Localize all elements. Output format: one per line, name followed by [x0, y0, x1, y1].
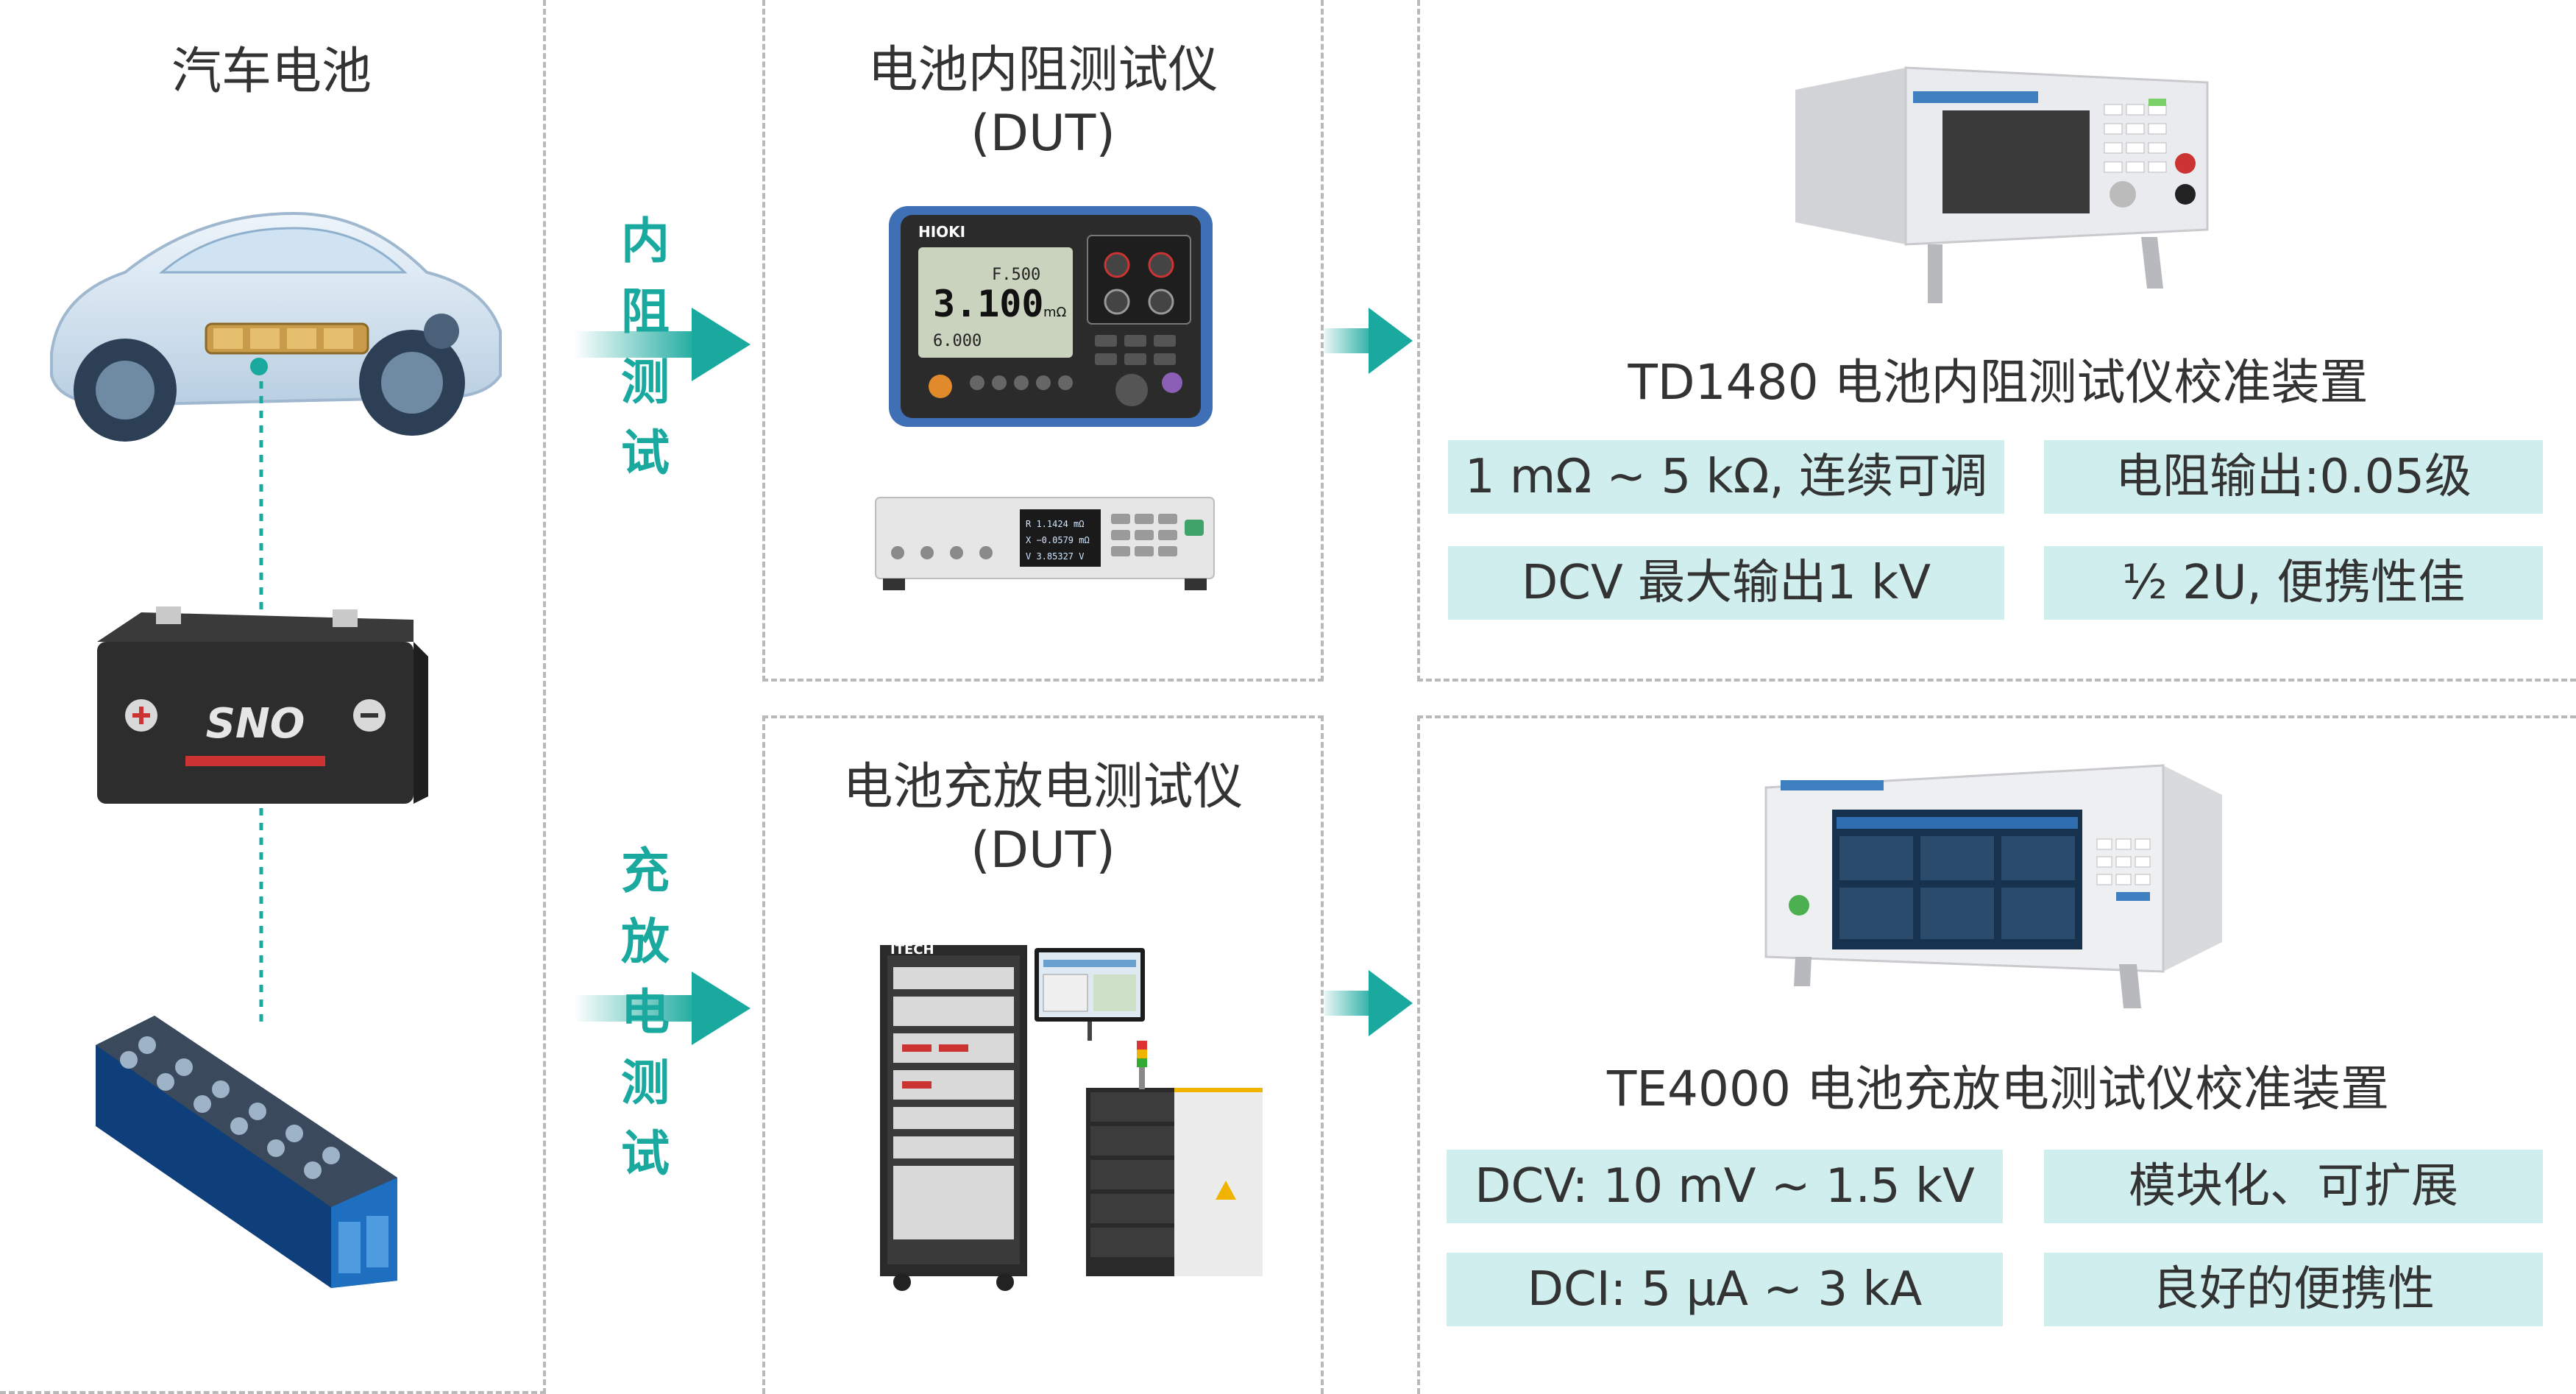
rack-brand-text: ITECH	[890, 942, 934, 958]
meter-reading-b: 6.000	[933, 332, 982, 350]
dut-bottom-title-line1: 电池充放电测试仪	[842, 758, 1243, 816]
spec-badge: 1 mΩ ~ 5 kΩ, 连续可调	[1448, 440, 2004, 514]
te4000-title: TE4000 电池充放电测试仪校准装置	[1607, 1061, 2389, 1117]
td1480-title: TD1480 电池内阻测试仪校准装置	[1628, 354, 2369, 411]
label-char: 内	[621, 213, 670, 269]
label-char: 试	[621, 1125, 670, 1182]
lead-acid-battery: SNO	[97, 606, 428, 804]
te4000-device-image	[1764, 764, 2222, 1008]
arrow-right-icon	[1324, 308, 1413, 374]
arrow-right-icon	[574, 308, 751, 381]
spec-badge: ½ 2U, 便携性佳	[2044, 546, 2543, 620]
dut-bottom-title-line2: (DUT)	[971, 821, 1115, 880]
dut-charge-discharge-panel: 电池充放电测试仪 (DUT)	[762, 715, 1324, 1394]
meter-brand-text: HIOKI	[918, 223, 965, 241]
label-char: 充	[621, 843, 670, 899]
bench-reading-3: V 3.85327 V	[1026, 551, 1084, 562]
bench-reading-1: R 1.1424 mΩ	[1026, 519, 1084, 529]
label-internal-resistance-test: 内 阻 测 试	[612, 206, 678, 489]
bench-reading-2: X −0.0579 mΩ	[1026, 535, 1090, 545]
car-battery-panel: 汽车电池	[0, 0, 546, 1394]
charge-discharge-rack: ITECH	[880, 942, 1263, 1291]
meter-reading-unit: mΩ	[1043, 305, 1067, 320]
spec-badge: DCV 最大输出1 kV	[1448, 546, 2004, 620]
bench-resistance-meter: R 1.1424 mΩ X −0.0579 mΩ V 3.85327 V	[875, 497, 1215, 590]
battery-pack-module	[96, 1016, 397, 1288]
dut-top-title-line2: (DUT)	[971, 105, 1115, 163]
label-char: 测	[621, 1055, 670, 1111]
spec-badge: 模块化、可扩展	[2044, 1150, 2543, 1223]
meter-reading-a: F.500	[992, 266, 1040, 284]
handheld-resistance-meter: HIOKI F.500 3.100 mΩ 6.000	[889, 206, 1213, 427]
battery-brand-text: SNO	[206, 700, 305, 748]
label-char: 测	[621, 354, 670, 411]
label-char: 阻	[621, 283, 670, 340]
td1480-calibrator-panel: TD1480 电池内阻测试仪校准装置	[1417, 0, 2576, 682]
spec-badge: DCI: 5 μA ~ 3 kA	[1447, 1253, 2003, 1326]
meter-reading-main: 3.100	[933, 283, 1044, 325]
spec-badge: DCV: 10 mV ~ 1.5 kV	[1447, 1150, 2003, 1223]
spec-badge: 良好的便携性	[2044, 1253, 2543, 1326]
dut-top-title-line1: 电池内阻测试仪	[867, 41, 1218, 99]
label-char: 试	[621, 425, 670, 481]
spec-badge: 电阻输出:0.05级	[2044, 440, 2543, 514]
dut-internal-resistance-panel: 电池内阻测试仪 (DUT)	[762, 0, 1324, 682]
arrow-right-icon	[574, 972, 751, 1045]
te4000-calibrator-panel: TE4000 电池充放电测试仪校准装置	[1417, 715, 2576, 1394]
td1480-device-image	[1795, 66, 2209, 303]
ev-car-illustration	[50, 211, 502, 442]
label-char: 放	[621, 913, 670, 970]
car-battery-title: 汽车电池	[171, 43, 372, 101]
arrow-right-icon	[1324, 970, 1413, 1036]
